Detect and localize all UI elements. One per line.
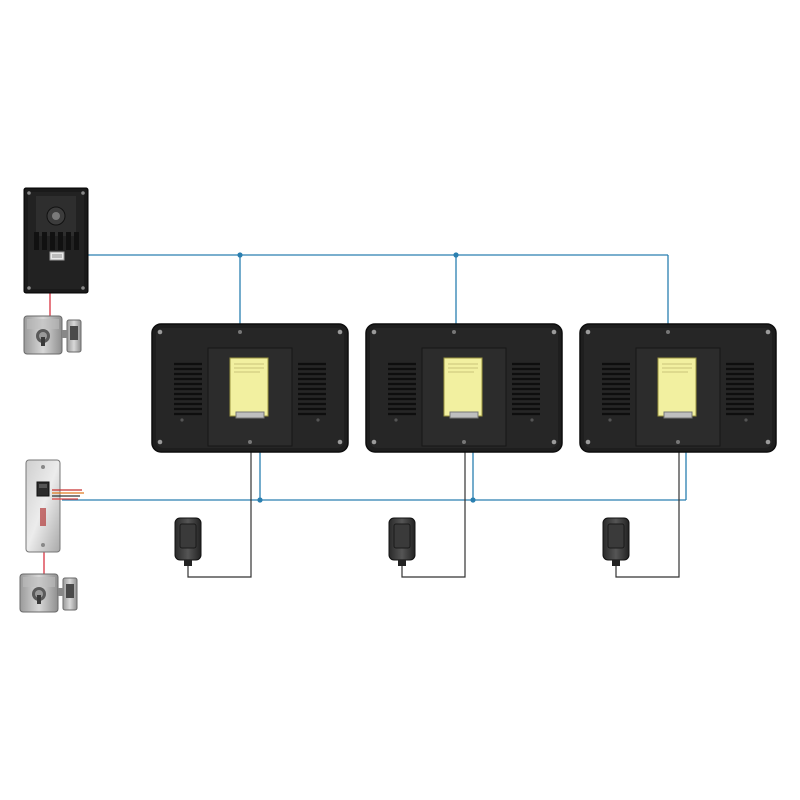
door-camera-icon xyxy=(23,187,89,294)
power-wires xyxy=(187,420,680,578)
signal-junctions xyxy=(237,252,476,503)
power-wire-1 xyxy=(187,420,252,578)
monitor-icon xyxy=(150,322,350,454)
power-adapter-icon xyxy=(602,517,630,567)
keypad-icon xyxy=(25,459,84,553)
lock-icon xyxy=(19,573,78,613)
power-wire-2 xyxy=(401,420,466,578)
lock-icon xyxy=(23,315,82,355)
power-adapter-icon xyxy=(388,517,416,567)
monitor-icon xyxy=(578,322,778,454)
power-wire-3 xyxy=(615,420,680,578)
power-adapter-icon xyxy=(174,517,202,567)
monitor-icon xyxy=(364,322,564,454)
